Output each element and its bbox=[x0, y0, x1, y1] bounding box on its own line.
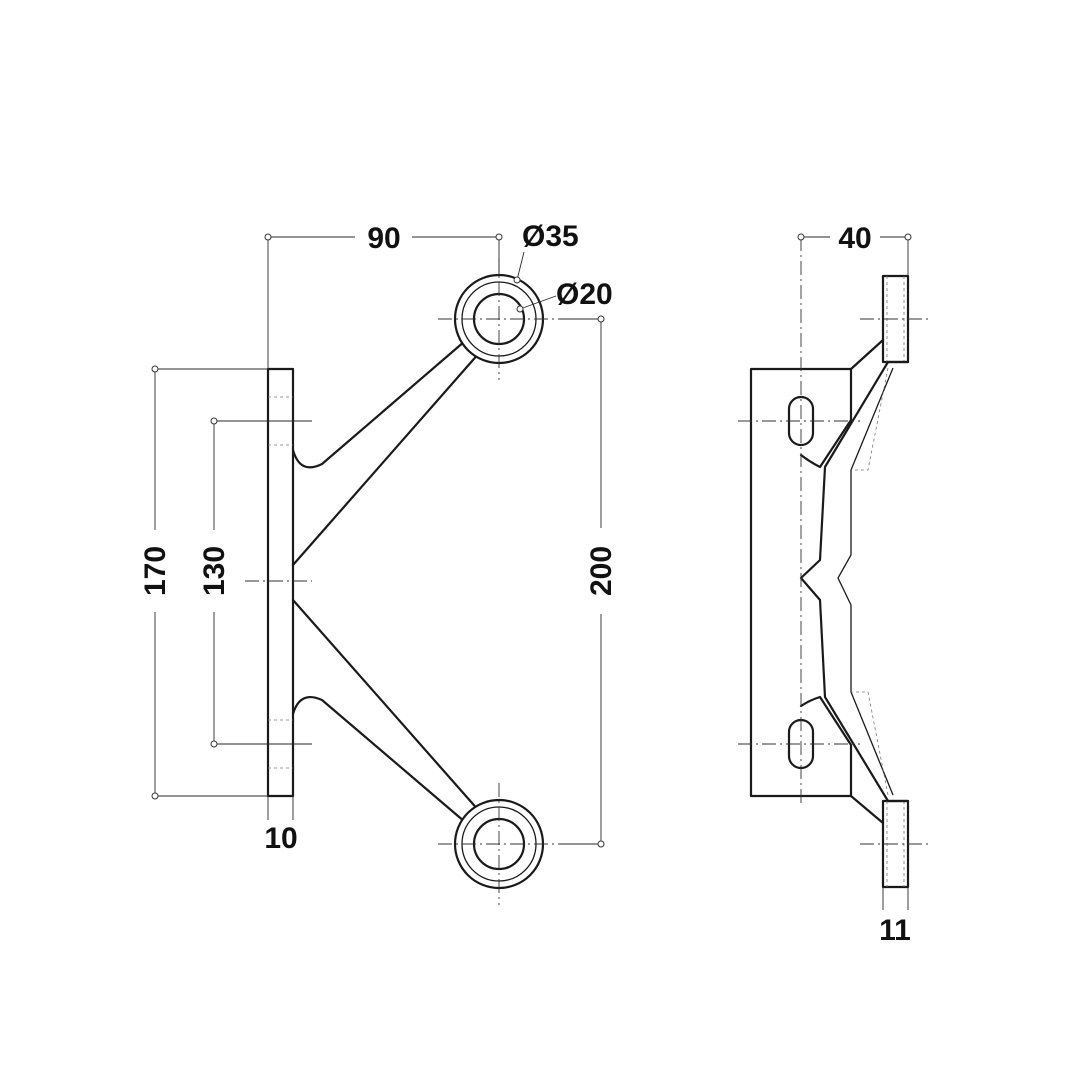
front-base-plate bbox=[266, 367, 295, 798]
upper-arm-inner-edge bbox=[291, 350, 482, 567]
dim-node bbox=[151, 365, 159, 373]
dim-node bbox=[264, 233, 272, 241]
dim-label-200: 200 bbox=[585, 546, 618, 596]
dim-node bbox=[151, 792, 159, 800]
side-upper-profile bbox=[799, 338, 885, 469]
side-dimensions: 40 11 bbox=[797, 222, 912, 947]
dim-label-d35: Ø35 bbox=[522, 220, 579, 253]
dim-label-130: 130 bbox=[198, 546, 231, 596]
leader-line bbox=[519, 295, 557, 310]
dim-label-40: 40 bbox=[838, 222, 871, 255]
side-lower-profile bbox=[799, 695, 885, 825]
dim-node bbox=[210, 417, 218, 425]
side-hidden-edge bbox=[851, 367, 889, 471]
dim-node bbox=[904, 233, 912, 241]
side-view bbox=[738, 237, 932, 889]
lower-arm-outer-edge bbox=[291, 696, 467, 824]
dim-node bbox=[597, 315, 605, 323]
side-hidden-edge bbox=[851, 691, 889, 796]
dim-label-d20: Ø20 bbox=[556, 278, 613, 311]
dim-node bbox=[797, 233, 805, 241]
dim-label-170: 170 bbox=[139, 546, 172, 596]
dim-label-10: 10 bbox=[264, 822, 297, 855]
dim-label-90: 90 bbox=[367, 222, 400, 255]
side-arm-front-edge bbox=[799, 360, 910, 803]
front-view bbox=[245, 258, 560, 905]
leader-line bbox=[516, 251, 525, 281]
lower-arm-inner-edge bbox=[291, 598, 482, 814]
dim-node bbox=[495, 233, 503, 241]
leader-node bbox=[516, 305, 524, 313]
leader-node bbox=[513, 276, 521, 284]
upper-arm-outer-edge bbox=[291, 339, 467, 469]
dim-label-11: 11 bbox=[879, 914, 911, 947]
dim-node bbox=[210, 740, 218, 748]
dim-node bbox=[597, 840, 605, 848]
front-dimensions: 90 Ø35 Ø20 170 130 200 bbox=[139, 220, 618, 855]
